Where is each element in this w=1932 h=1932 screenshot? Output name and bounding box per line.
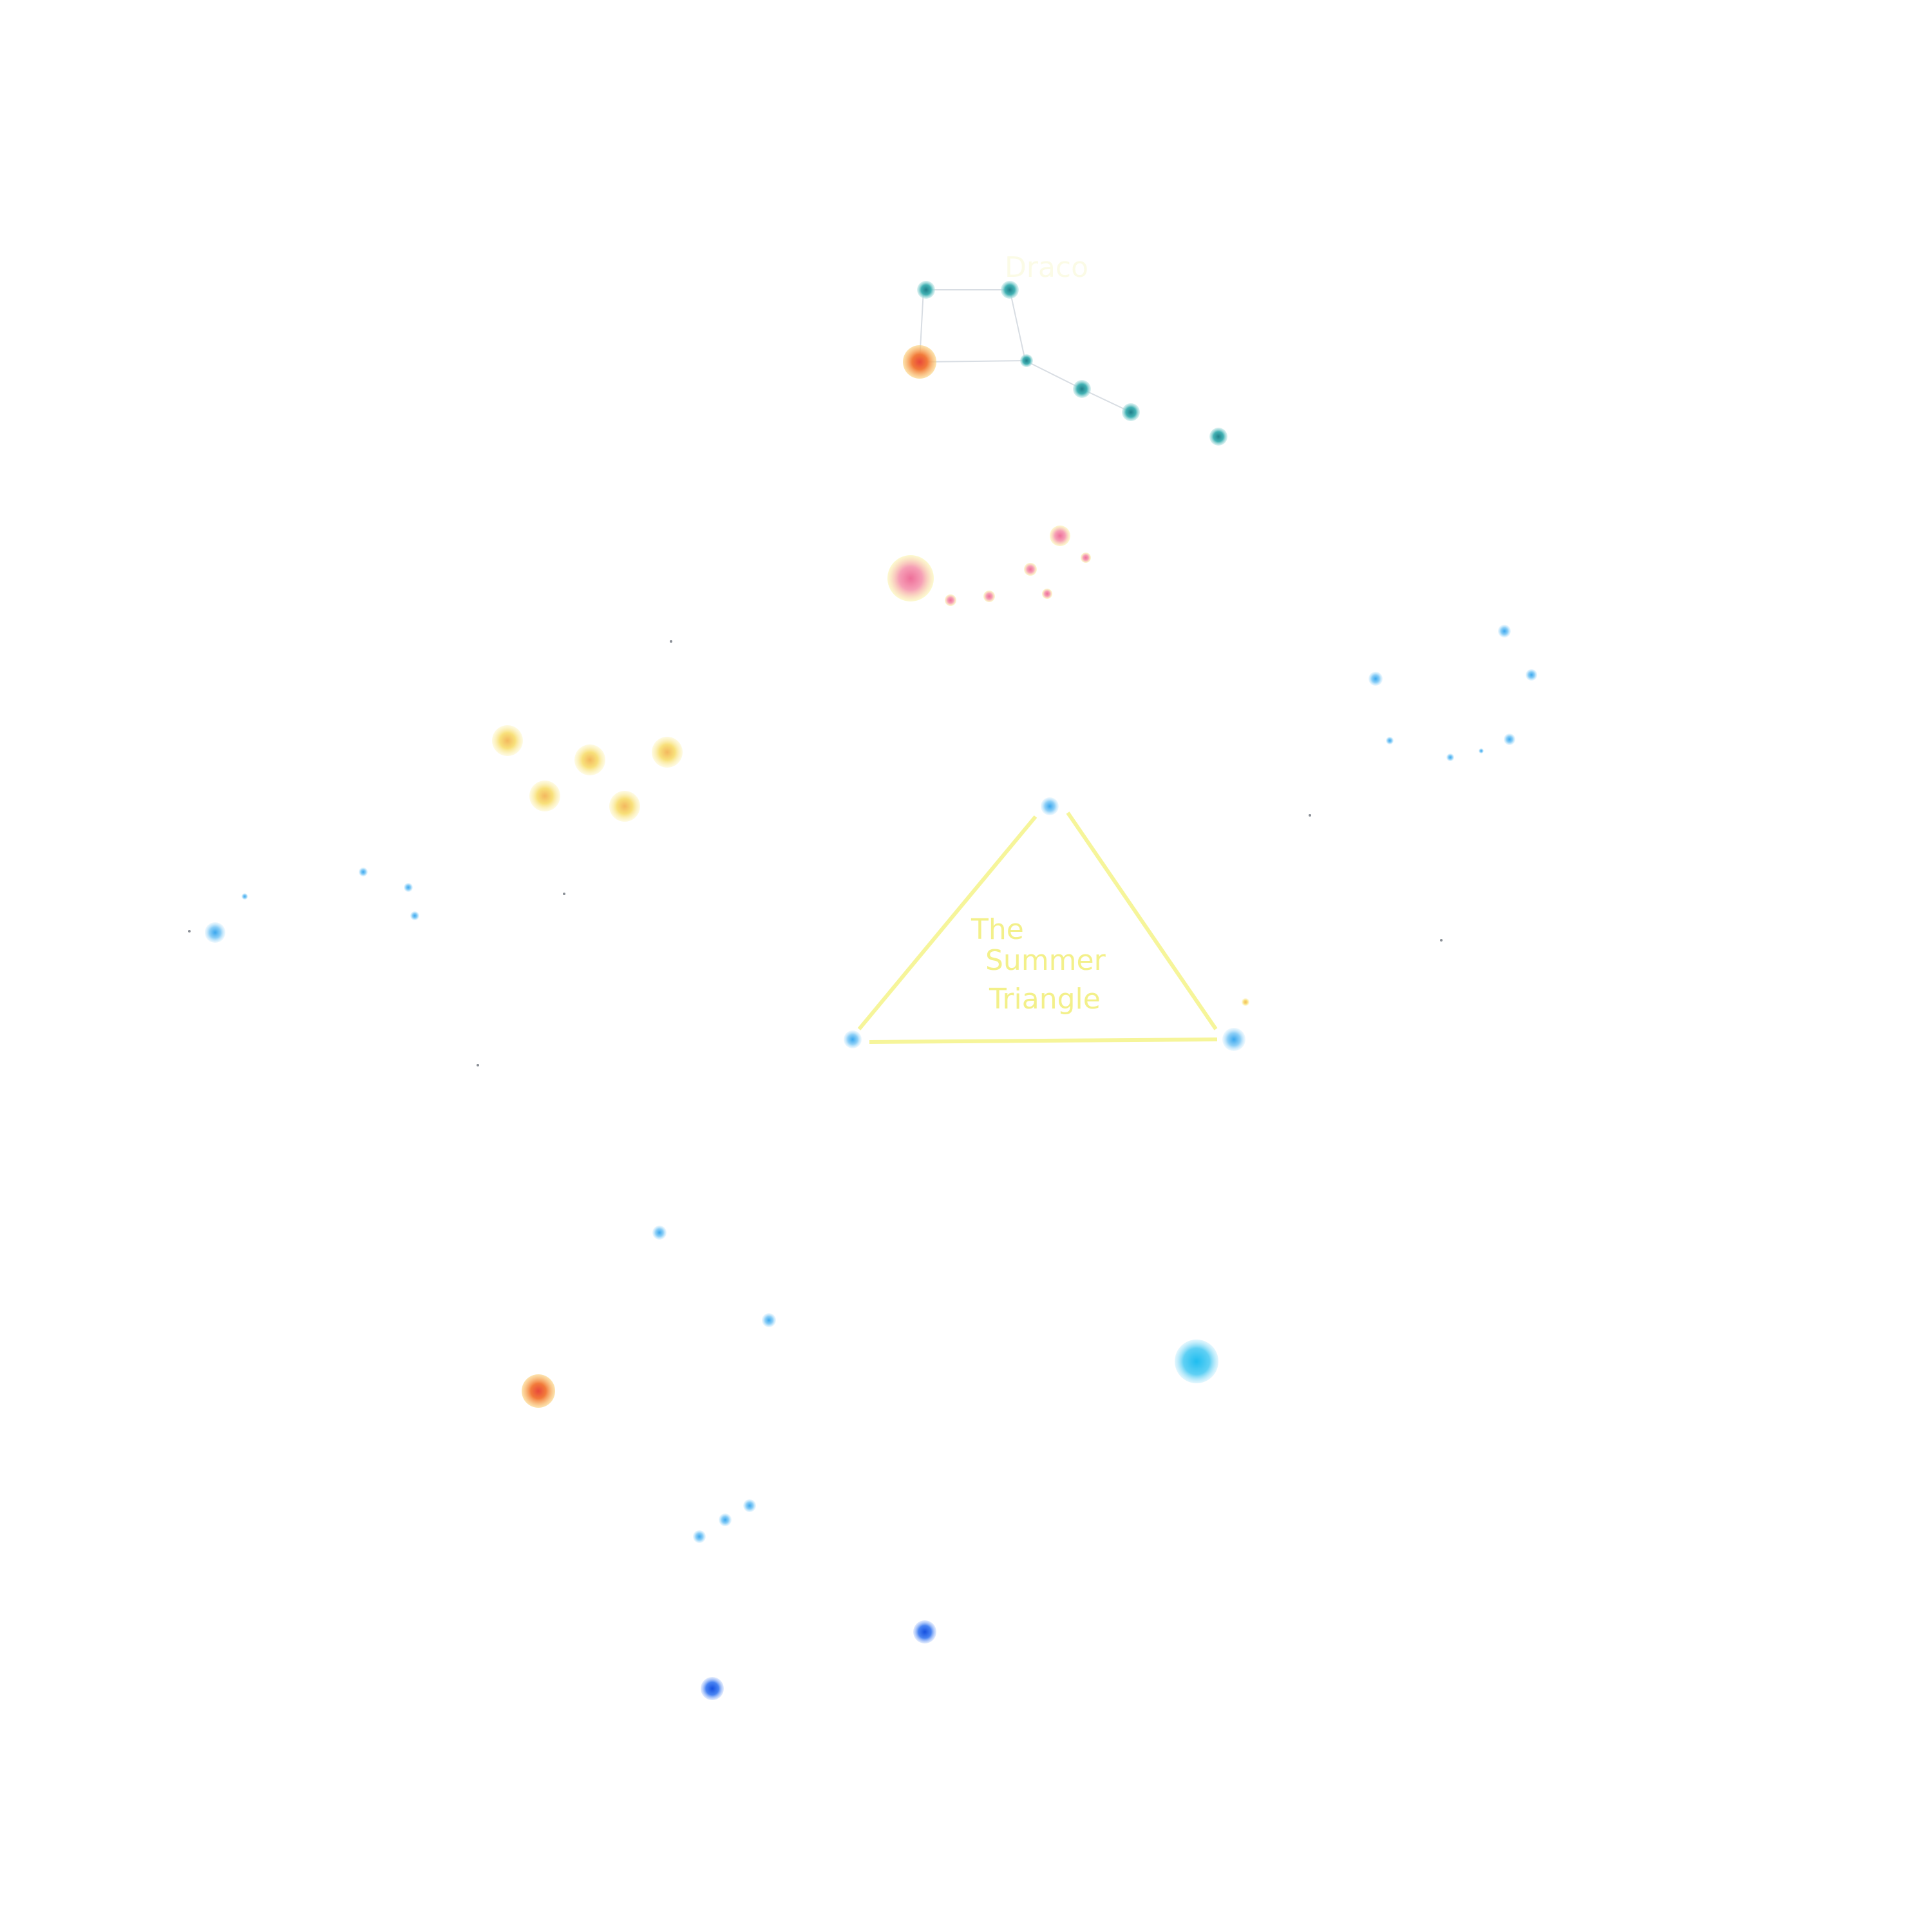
triangle-edge: [869, 1037, 1218, 1044]
star: [404, 883, 413, 892]
star: [1386, 737, 1394, 744]
star: [410, 911, 419, 920]
constellation-line: [1081, 388, 1132, 413]
star: [887, 555, 934, 601]
star: [1020, 354, 1033, 367]
star: [1041, 797, 1059, 815]
left-blue-group: [205, 867, 419, 943]
star: [1073, 380, 1091, 398]
star: [913, 1620, 936, 1643]
yellow-cluster: [492, 725, 683, 822]
triangle-label-line3: Triangle: [989, 983, 1101, 1016]
star: [1498, 625, 1511, 638]
star: [1526, 669, 1537, 681]
star: [1479, 748, 1484, 753]
triangle-label-line2: Summer: [985, 944, 1106, 977]
constellation-line: [919, 360, 1026, 363]
right-blue-group: [1368, 625, 1537, 761]
star: [492, 725, 523, 756]
speck: [188, 930, 191, 933]
speck: [477, 1064, 479, 1066]
star: [1242, 998, 1249, 1006]
star: [242, 893, 248, 900]
star: [1050, 526, 1070, 546]
triangle-edge: [1066, 811, 1218, 1030]
star: [1209, 428, 1227, 446]
star: [1122, 403, 1140, 421]
draco-group: [903, 281, 1227, 446]
speck: [1440, 939, 1443, 942]
star: [903, 345, 936, 379]
lower-group: [522, 1226, 1218, 1700]
constellation-line: [1025, 360, 1083, 390]
star: [917, 281, 935, 299]
star: [693, 1530, 706, 1543]
star: [701, 1677, 724, 1700]
faint-specks: [188, 640, 1443, 1066]
star: [1222, 1028, 1245, 1051]
top-label: Draco: [1005, 251, 1088, 284]
star: [1446, 753, 1454, 761]
star: [574, 744, 605, 775]
star: [1175, 1340, 1218, 1383]
star: [1368, 672, 1383, 686]
star: [652, 737, 683, 768]
speck: [1309, 814, 1311, 817]
star: [652, 1226, 667, 1240]
pink-arc-group: [887, 526, 1091, 606]
star: [359, 867, 368, 876]
star: [205, 922, 225, 943]
star: [1042, 589, 1052, 599]
star: [743, 1499, 756, 1512]
speck: [670, 640, 672, 643]
star: [1024, 563, 1037, 576]
star: [983, 591, 995, 602]
triangle-label-line1: The: [971, 913, 1024, 946]
star: [762, 1313, 776, 1327]
star: [945, 594, 956, 606]
star: [1081, 553, 1091, 563]
star: [844, 1030, 862, 1048]
star: [719, 1513, 732, 1526]
speck: [563, 893, 565, 895]
star: [609, 791, 640, 822]
star: [522, 1374, 555, 1408]
star: [1504, 734, 1515, 745]
constellation-line: [1009, 289, 1026, 361]
star: [529, 781, 560, 811]
summer-triangle: [844, 797, 1249, 1051]
triangle-edge: [857, 815, 1037, 1030]
star: [1001, 281, 1019, 299]
